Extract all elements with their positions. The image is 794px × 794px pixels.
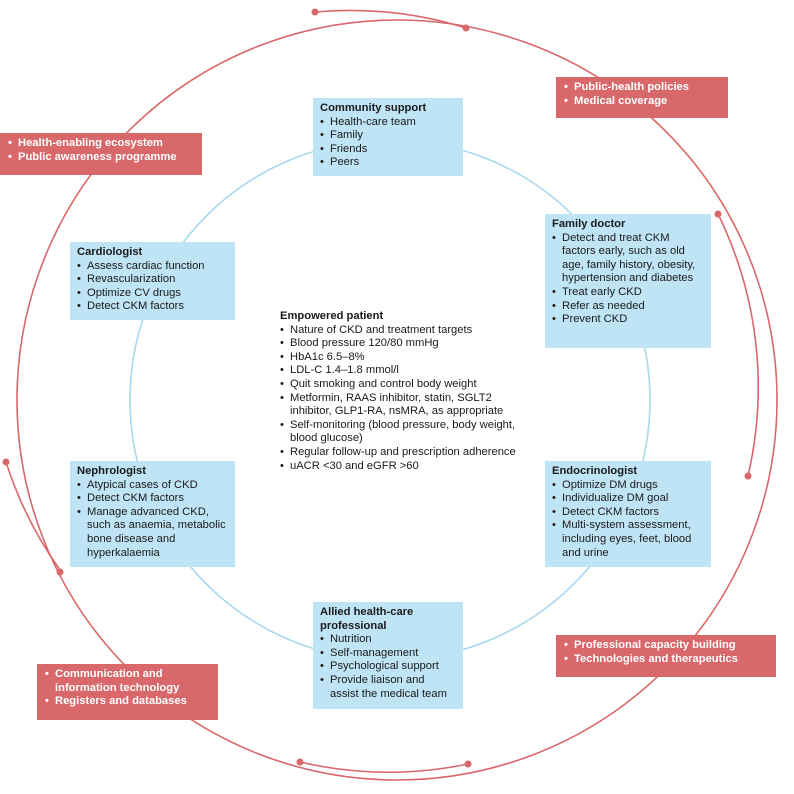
ecosystem-box: Health-enabling ecosystem Public awarene… <box>0 133 202 175</box>
capacity-item: Professional capacity building <box>564 639 768 653</box>
nephrologist-box: Nephrologist Atypical cases of CKD Detec… <box>70 461 235 567</box>
cardiologist-item: Assess cardiac function <box>77 260 228 274</box>
endocrinologist-item: Optimize DM drugs <box>552 479 704 493</box>
community-support-item: Peers <box>320 156 456 170</box>
empowered-patient-item: Metformin, RAAS inhibitor, statin, SGLT2… <box>280 392 520 419</box>
arc-arrow-top-end <box>462 24 470 32</box>
community-support-item: Friends <box>320 143 456 157</box>
arc-arrow-right-start <box>714 210 722 218</box>
family-doctor-title: Family doctor <box>552 218 626 230</box>
family-doctor-item: Prevent CKD <box>552 313 704 327</box>
community-support-box: Community support Health-care team Famil… <box>313 98 463 176</box>
community-support-item: Health-care team <box>320 116 456 130</box>
capacity-box: Professional capacity building Technolog… <box>556 635 776 677</box>
nephrologist-item: Detect CKM factors <box>77 492 228 506</box>
empowered-patient-item: uACR <30 and eGFR >60 <box>280 460 520 474</box>
family-doctor-item: Refer as needed <box>552 300 704 314</box>
nephrologist-item: Atypical cases of CKD <box>77 479 228 493</box>
nephrologist-title: Nephrologist <box>77 465 146 477</box>
arc-arrow-right <box>717 213 760 477</box>
cardiologist-item: Revascularization <box>77 273 228 287</box>
endocrinologist-box: Endocrinologist Optimize DM drugs Indivi… <box>545 461 711 567</box>
endocrinologist-item: Multi-system assessment, including eyes,… <box>552 519 704 560</box>
capacity-item: Technologies and therapeutics <box>564 653 768 667</box>
ecosystem-item: Public awareness programme <box>8 151 194 165</box>
policies-box: Public-health policies Medical coverage <box>556 77 728 118</box>
empowered-patient-item: Regular follow-up and prescription adher… <box>280 446 520 460</box>
empowered-patient-item: Blood pressure 120/80 mmHg <box>280 337 520 351</box>
communication-item: Communication and information technology <box>45 668 210 695</box>
communication-item: Registers and databases <box>45 695 210 709</box>
outer-ring <box>16 19 778 781</box>
cardiologist-item: Detect CKM factors <box>77 300 228 314</box>
cardiologist-title: Cardiologist <box>77 246 143 258</box>
empowered-patient-panel: Empowered patient Nature of CKD and trea… <box>280 310 520 473</box>
allied-health-item: Nutrition <box>320 633 456 647</box>
endocrinologist-title: Endocrinologist <box>552 465 638 477</box>
policies-item: Public-health policies <box>564 81 720 95</box>
community-support-title: Community support <box>320 102 427 114</box>
family-doctor-item: Treat early CKD <box>552 286 704 300</box>
cardiologist-box: Cardiologist Assess cardiac function Rev… <box>70 242 235 320</box>
family-doctor-box: Family doctor Detect and treat CKM facto… <box>545 214 711 348</box>
arc-arrow-bottom-end <box>464 760 472 768</box>
communication-box: Communication and information technology… <box>37 664 218 720</box>
endocrinologist-item: Detect CKM factors <box>552 506 704 520</box>
allied-health-item: Provide liaison and assist the medical t… <box>320 674 456 701</box>
endocrinologist-item: Individualize DM goal <box>552 492 704 506</box>
arc-arrow-right-end <box>744 472 752 480</box>
arc-arrow-left-end <box>56 568 64 576</box>
allied-health-item: Self-management <box>320 647 456 661</box>
policies-item: Medical coverage <box>564 95 720 109</box>
allied-health-title: Allied health-care professional <box>320 606 414 632</box>
community-support-item: Family <box>320 129 456 143</box>
arc-arrow-left-start <box>2 458 10 466</box>
empowered-patient-item: Self-monitoring (blood pressure, body we… <box>280 419 520 446</box>
empowered-patient-item: HbA1c 6.5–8% <box>280 351 520 365</box>
empowered-patient-item: Quit smoking and control body weight <box>280 378 520 392</box>
family-doctor-item: Detect and treat CKM factors early, such… <box>552 232 704 286</box>
nephrologist-item: Manage advanced CKD, such as anaemia, me… <box>77 506 228 560</box>
allied-health-item: Psychological support <box>320 660 456 674</box>
arc-arrow-bottom-start <box>296 758 304 766</box>
ecosystem-item: Health-enabling ecosystem <box>8 137 194 151</box>
arc-arrow-bottom <box>299 761 469 773</box>
cardiologist-item: Optimize CV drugs <box>77 287 228 301</box>
arc-arrow-top-start <box>311 8 319 16</box>
allied-health-box: Allied health-care professional Nutritio… <box>313 602 463 709</box>
arc-arrow-left <box>5 461 61 571</box>
empowered-patient-item: Nature of CKD and treatment targets <box>280 324 520 338</box>
empowered-patient-item: LDL-C 1.4–1.8 mmol/l <box>280 364 520 378</box>
arc-arrow-top <box>314 9 467 29</box>
empowered-patient-title: Empowered patient <box>280 310 384 322</box>
